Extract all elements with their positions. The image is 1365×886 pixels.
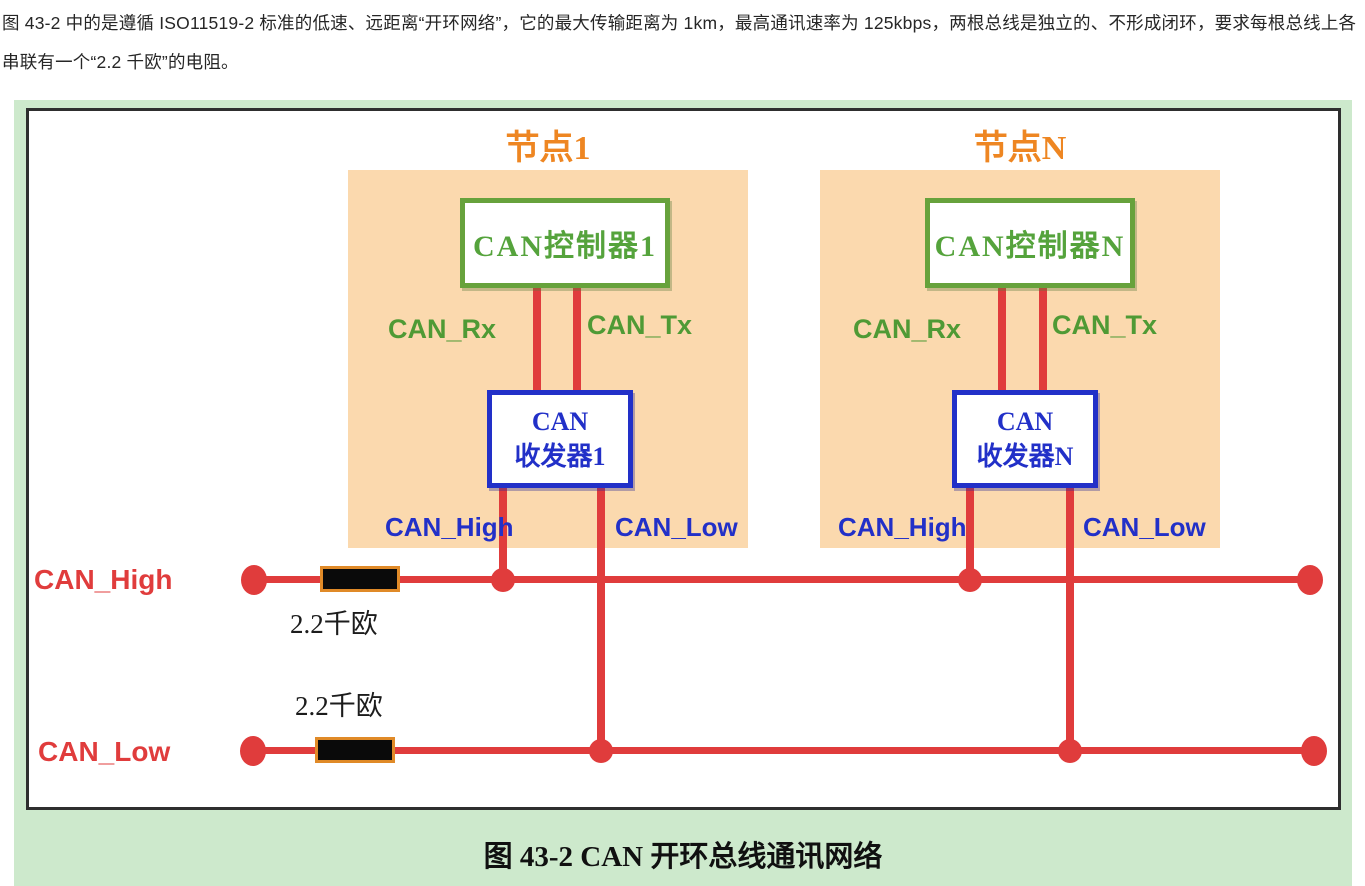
intro-paragraph: 图 43-2 中的是遵循 ISO11519-2 标准的低速、远距离“开环网络”，…	[2, 13, 1357, 72]
node1-transceiver-line1: CAN	[531, 406, 589, 436]
nodeN-rx-label: CAN_Rx	[853, 314, 962, 344]
nodeN-controller-box: CAN控制器N	[925, 198, 1135, 288]
nodeN-low-pin-label: CAN_Low	[1083, 512, 1206, 542]
nodeN-high-junction-dot	[958, 568, 982, 592]
low-bus-right-terminal-dot	[1301, 736, 1327, 766]
node1-rx-label: CAN_Rx	[388, 314, 497, 344]
high-bus-left-terminal-dot	[241, 565, 267, 595]
low-bus-left-terminal-dot	[240, 736, 266, 766]
nodeN-high-pin-label: CAN_High	[838, 512, 967, 542]
node1-high-junction-dot	[491, 568, 515, 592]
nodeN-tx-label: CAN_Tx	[1052, 310, 1158, 340]
nodeN-low-junction-dot	[1058, 739, 1082, 763]
low-resistor-label: 2.2千欧	[295, 691, 383, 721]
nodeN-high-wire	[966, 486, 974, 580]
low-bus-resistor	[315, 737, 395, 763]
nodeN-transceiver-line1: CAN	[996, 406, 1054, 436]
nodeN-transceiver-box: CAN 收发器N	[952, 390, 1098, 488]
figure-caption: 图 43-2 CAN 开环总线通讯网络	[483, 841, 883, 873]
nodeN-tx-wire	[1039, 286, 1047, 390]
can-high-bus-label: CAN_High	[34, 564, 173, 595]
node1-low-junction-dot	[589, 739, 613, 763]
high-resistor-label: 2.2千欧	[290, 609, 378, 639]
nodeN-title: 节点N	[973, 130, 1067, 167]
high-bus-resistor	[320, 566, 400, 592]
node1-title: 节点1	[505, 130, 591, 167]
node1-transceiver-line2: 收发器1	[514, 442, 606, 471]
nodeN-low-wire	[1066, 486, 1074, 750]
nodeN-rx-wire	[998, 286, 1006, 390]
node1-rx-wire	[533, 286, 541, 390]
node1-low-wire	[597, 486, 605, 750]
high-bus-right-terminal-dot	[1297, 565, 1323, 595]
node1-high-pin-label: CAN_High	[385, 512, 514, 542]
node1-tx-label: CAN_Tx	[587, 310, 693, 340]
node1-controller-box: CAN控制器1	[460, 198, 670, 288]
node1-tx-wire	[573, 286, 581, 390]
can-low-bus-line	[252, 747, 1314, 754]
can-low-bus-label: CAN_Low	[38, 736, 171, 767]
can-high-bus-line	[253, 576, 1310, 583]
node1-transceiver-box: CAN 收发器1	[487, 390, 633, 488]
node1-low-pin-label: CAN_Low	[615, 512, 738, 542]
node1-high-wire	[499, 486, 507, 580]
nodeN-transceiver-line2: 收发器N	[976, 442, 1074, 471]
